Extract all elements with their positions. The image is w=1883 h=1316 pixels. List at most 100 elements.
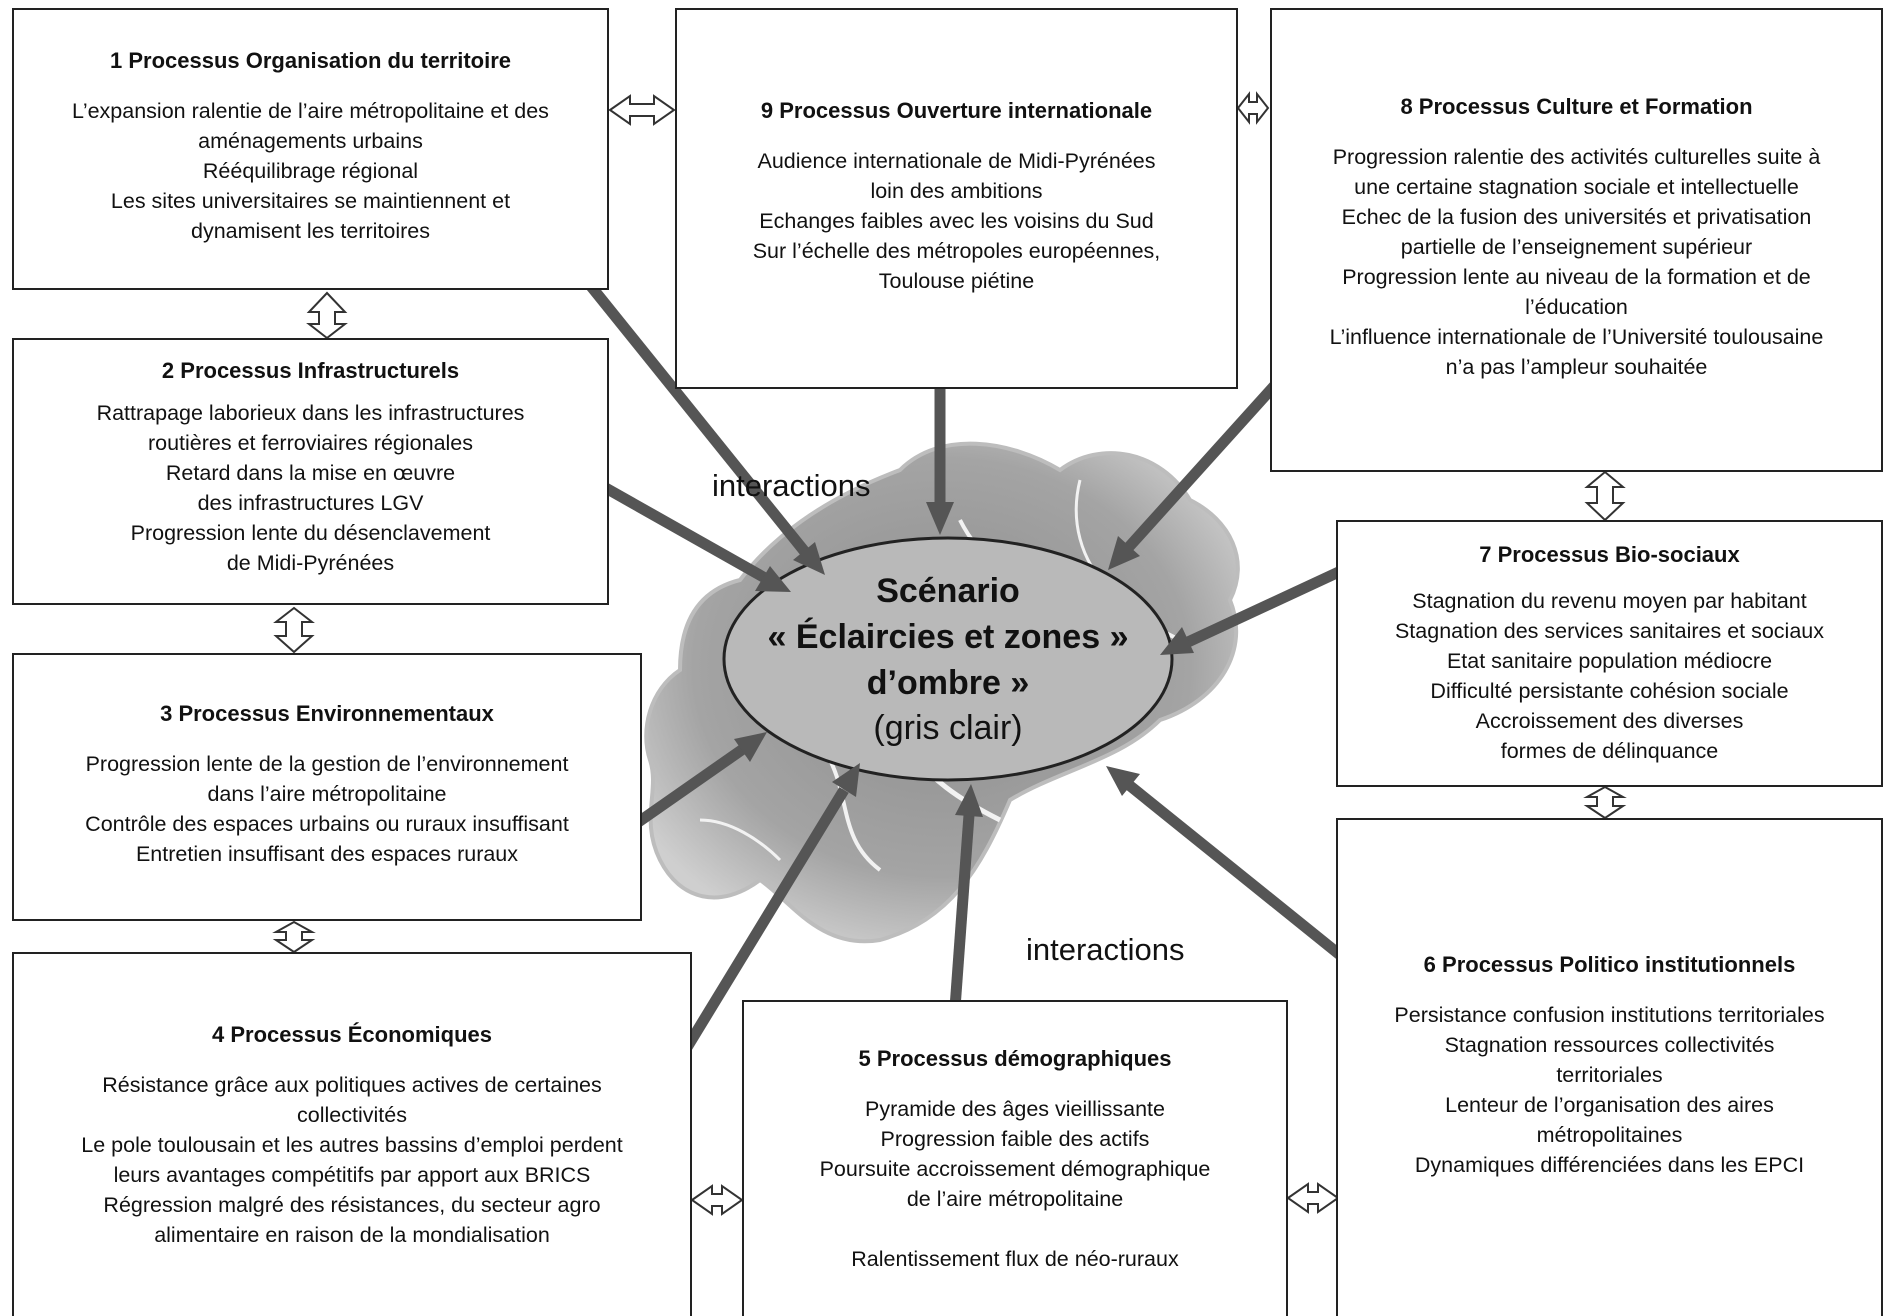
box-line: Rattrapage laborieux dans les infrastruc… [96,401,525,425]
process-box-9: 9 Processus Ouverture internationale Aud… [675,8,1238,389]
box-line: collectivités [297,1103,407,1127]
box-line: de Midi-Pyrénées [226,551,395,575]
connector-1-9 [608,94,676,126]
connector-2-3 [273,606,315,654]
box-line: routières et ferroviaires régionales [147,431,474,455]
box-line: Accroissement des diverses [1475,709,1744,733]
process-box-lines: Pyramide des âges vieillissante Progress… [820,1094,1211,1274]
process-box-2: 2 Processus Infrastructurels Rattrapage … [12,338,609,605]
box-line: une certaine stagnation sociale et intel… [1354,175,1799,199]
scenario-subtitle: (gris clair) [873,709,1023,747]
box-line: Contrôle des espaces urbains ou ruraux i… [85,812,569,836]
scenario-title-line-2: « Éclaircies et zones » [767,618,1129,656]
box-line: Etat sanitaire population médiocre [1446,649,1773,673]
box-line: Progression lente du désenclavement [130,521,491,545]
process-box-title: 5 Processus démographiques [858,1046,1172,1071]
box-line: Pyramide des âges vieillissante [865,1097,1165,1121]
process-box-lines: Stagnation du revenu moyen par habitant … [1395,586,1824,766]
process-box-lines: Progression lente de la gestion de l’env… [85,749,569,869]
box-line: Poursuite accroissement démographique [819,1157,1211,1181]
process-box-4: 4 Processus Économiques Résistance grâce… [12,952,692,1316]
process-box-lines: Résistance grâce aux politiques actives … [81,1070,622,1250]
box-line: n’a pas l’ampleur souhaitée [1445,355,1708,379]
box-line: Persistance confusion institutions terri… [1394,1003,1825,1027]
box-line: Régression malgré des résistances, du se… [103,1193,601,1217]
connector-7-6 [1583,785,1627,820]
box-line: L’expansion ralentie de l’aire métropoli… [72,99,549,123]
box-line: Dynamiques différenciées dans les EPCI [1414,1153,1805,1177]
box-line: aménagements urbains [198,129,423,153]
box-line: Le pole toulousain et les autres bassins… [81,1133,623,1157]
scenario-title-line-1: Scénario [876,572,1020,610]
process-box-title: 4 Processus Économiques [212,1022,492,1047]
box-line: Progression lente de la gestion de l’env… [85,752,569,776]
box-line: Rééquilibrage régional [202,159,419,183]
box-line: dynamisent les territoires [191,219,430,243]
connector-5-6 [1286,1182,1340,1214]
box-line: Résistance grâce aux politiques actives … [102,1073,602,1097]
box-line: Entretien insuffisant des espaces ruraux [135,842,519,866]
connector-8-7 [1584,470,1626,522]
process-box-3: 3 Processus Environnementaux Progression… [12,653,642,921]
arrow-from-box-1 [585,281,825,575]
process-box-8: 8 Processus Culture et Formation Progres… [1270,8,1883,472]
box-line: Progression ralentie des activités cultu… [1332,145,1821,169]
box-line: Progression faible des actifs [880,1127,1150,1151]
interactions-label-bottom: interactions [1026,932,1185,967]
arrow-from-box-9 [926,388,954,535]
box-line: loin des ambitions [870,179,1043,203]
scenario-ellipse [722,536,1174,782]
box-line: Echec de la fusion des universités et pr… [1341,205,1812,229]
box-line: Difficulté persistante cohésion sociale [1430,679,1789,703]
process-box-title: 1 Processus Organisation du territoire [109,48,511,73]
box-line: des infrastructures LGV [197,491,424,515]
box-line: L’influence internationale de l’Universi… [1329,325,1824,349]
arrow-from-box-4 [667,763,860,1075]
process-box-lines: Audience internationale de Midi-Pyrénées… [753,146,1161,296]
connector-9-8 [1236,91,1270,125]
arrow-from-box-5 [949,784,983,1009]
process-box-lines: L’expansion ralentie de l’aire métropoli… [72,96,549,246]
connector-3-4 [272,920,316,954]
arrow-from-box-6 [1106,766,1344,960]
box-line: partielle de l’enseignement supérieur [1400,235,1753,259]
process-box-title: 2 Processus Infrastructurels [161,358,460,383]
box-line: Lenteur de l’organisation des aires [1445,1093,1774,1117]
box-line: Les sites universitaires se maintiennent… [110,189,511,213]
interactions-label-top: interactions [712,468,871,503]
connector-4-5 [690,1184,744,1216]
process-box-lines: Persistance confusion institutions terri… [1394,1000,1824,1180]
box-line: Ralentissement flux de néo-ruraux [851,1247,1179,1271]
box-line: Progression lente au niveau de la format… [1342,265,1811,289]
box-line: Echanges faibles avec les voisins du Sud [759,209,1154,233]
box-line: de l’aire métropolitaine [906,1187,1124,1211]
box-line: alimentaire en raison de la mondialisati… [154,1223,550,1247]
box-line: métropolitaines [1536,1123,1683,1147]
arrow-from-box-2 [601,482,791,592]
arrow-from-box-8 [1108,381,1280,570]
connector-1-2 [306,291,348,340]
process-box-title: 9 Processus Ouverture internationale [760,98,1153,123]
arrow-from-box-7 [1160,565,1346,655]
process-box-title: 7 Processus Bio-sociaux [1479,542,1740,567]
box-line: Stagnation ressources collectivités [1444,1033,1775,1057]
box-line: Stagnation des services sanitaires et so… [1394,619,1825,643]
box-line: Audience internationale de Midi-Pyrénées [757,149,1156,173]
box-connectors [272,91,1627,1216]
box-line: Toulouse piétine [878,269,1035,293]
scenario-center: Scénario « Éclaircies et zones » d’ombre… [724,538,1172,780]
box-line: l’éducation [1525,295,1628,319]
box-line: territoriales [1556,1063,1663,1087]
box-line: formes de délinquance [1500,739,1719,763]
arrow-from-box-3 [633,732,767,828]
process-box-title: 3 Processus Environnementaux [160,701,494,726]
box-line: Sur l’échelle des métropoles européennes… [752,239,1161,263]
influence-arrows [585,281,1346,1075]
process-box-1: 1 Processus Organisation du territoire L… [12,8,609,290]
box-line: Stagnation du revenu moyen par habitant [1412,589,1807,613]
box-line: Retard dans la mise en œuvre [165,461,456,485]
box-line: leurs avantages compétitifs par apport a… [113,1163,591,1187]
process-box-lines: Rattrapage laborieux dans les infrastruc… [97,398,525,578]
process-box-lines: Progression ralentie des activités cultu… [1330,142,1824,382]
